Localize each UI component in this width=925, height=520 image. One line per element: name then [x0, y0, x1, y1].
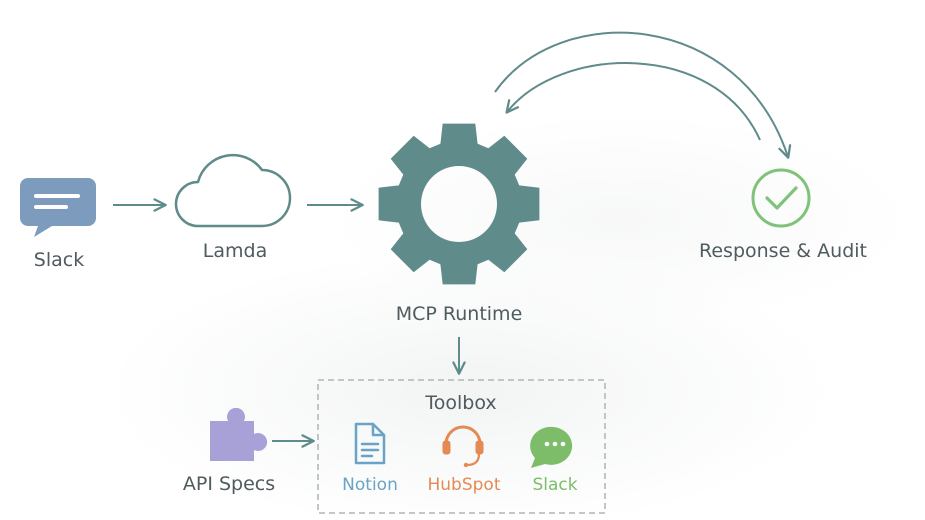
slack-label: Slack: [33, 249, 85, 271]
arrow-runtime-to-response: [494, 31, 792, 159]
tool-label-slack: Slack: [532, 475, 578, 495]
arrow-response-to-runtime: [505, 62, 761, 141]
toolbox-frame: [317, 379, 606, 514]
runtime-label: MCP Runtime: [395, 303, 523, 325]
tool-label-notion: Notion: [342, 475, 398, 495]
lamda-label: Lamda: [202, 240, 268, 262]
gear-icon: [378, 123, 540, 285]
puzzle-piece-icon: [210, 407, 268, 461]
chat-bubble-icon: [530, 426, 573, 468]
cloud-icon: [174, 153, 292, 228]
api-specs-label: API Specs: [182, 473, 276, 495]
check-circle-icon: [751, 168, 811, 228]
response-label: Response & Audit: [699, 240, 867, 262]
headset-icon: [442, 425, 484, 468]
toolbox-title: Toolbox: [425, 392, 497, 414]
tool-label-hubspot: HubSpot: [427, 475, 501, 495]
document-icon: [354, 422, 386, 465]
slack-message-icon: [20, 178, 96, 237]
